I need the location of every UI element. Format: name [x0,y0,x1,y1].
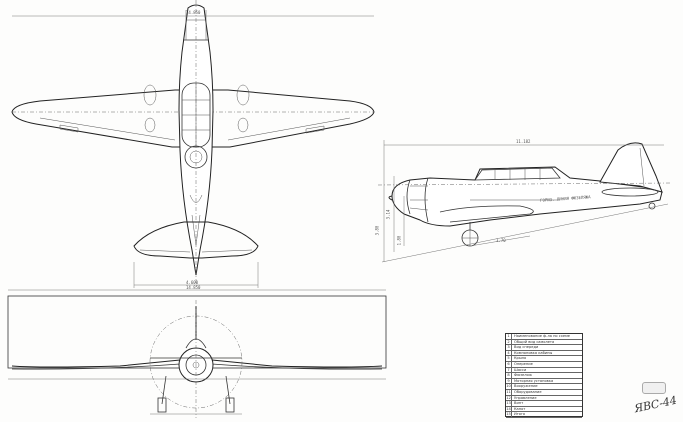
dim-side-height3: 1.80 [396,235,402,246]
dim-side-height2: 3.14 [385,209,391,220]
plan-tail [133,221,259,259]
side-canopy [474,167,561,181]
dim-side-height1: 3.80 [374,225,380,236]
plan-view [11,0,375,288]
side-fin [599,142,663,193]
side-view [377,140,671,263]
dim-tail-span: 4.600 [186,280,199,285]
dim-side-base: 3.70 [496,238,506,243]
side-fuselage [391,166,663,227]
dim-front-span: 14.850 [186,285,201,290]
dim-top-span: 14.850 [186,10,201,15]
dim-side-length: 11.182 [516,139,531,144]
front-view [7,289,387,418]
ink-stamp-mark [642,382,666,394]
